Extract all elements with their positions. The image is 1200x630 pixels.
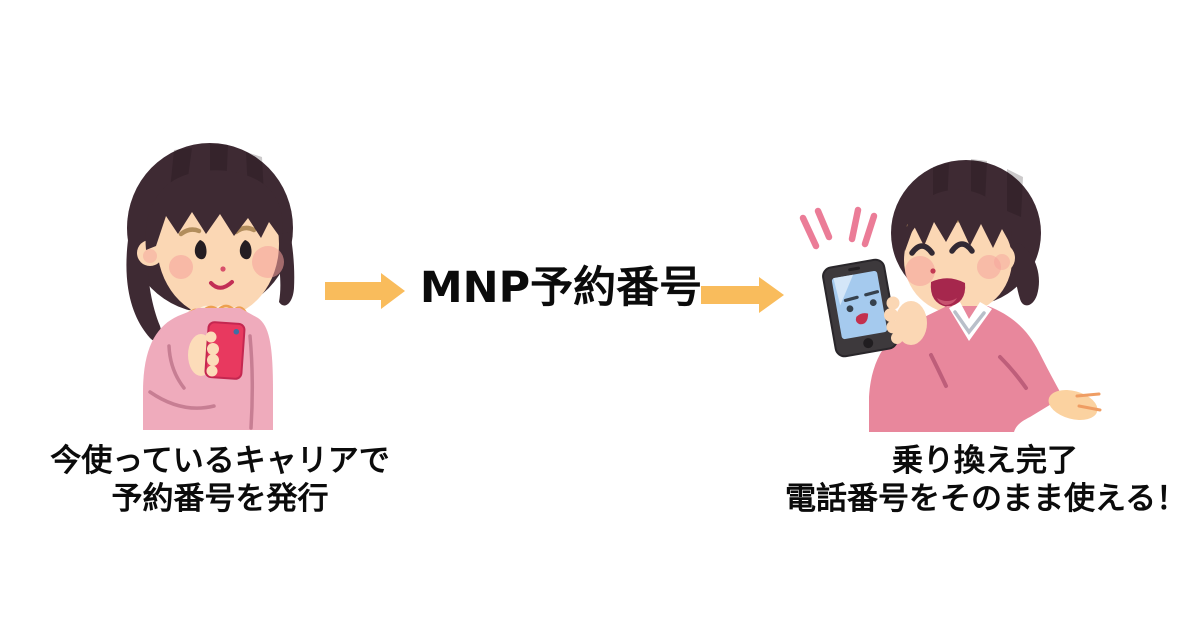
- fingers: [205, 331, 219, 377]
- left-happy-closed-eye: [909, 243, 935, 256]
- right-step-caption: 乗り換え完了 電話番号をそのまま使える！: [785, 442, 1188, 518]
- right-happy-closed-eye: [949, 241, 975, 254]
- left-cheek-blush: [169, 255, 193, 279]
- white-collar: [949, 302, 992, 341]
- tongue: [937, 298, 957, 305]
- right-eye: [239, 240, 252, 260]
- hand: [895, 301, 927, 345]
- right-step-caption-line1: 乗り換え完了: [892, 443, 1078, 479]
- nose: [220, 266, 226, 272]
- sleeve-crease: [929, 353, 948, 388]
- phone-speaker: [848, 266, 861, 272]
- bangs: [904, 189, 1012, 251]
- phone-home-button: [863, 338, 874, 349]
- face-features: [143, 225, 284, 290]
- woman-with-phone-illustration: [112, 140, 297, 430]
- arrow-right-icon: [325, 273, 405, 309]
- left-step-caption-line1: 今使っているキャリアで: [50, 443, 390, 479]
- fingers: [884, 296, 903, 344]
- happy-woman-with-phone-illustration: [783, 155, 1108, 432]
- left-eye: [194, 240, 207, 260]
- smartphone-with-face: [822, 258, 898, 358]
- emphasis-lines-icon: [799, 206, 878, 250]
- bangs: [145, 170, 283, 250]
- right-cheek-blush: [977, 255, 1001, 279]
- right-step-caption-line2: 電話番号をそのまま使える！: [785, 481, 1188, 517]
- arrow-right-icon: [701, 277, 784, 313]
- right-cheek-blush: [252, 246, 284, 278]
- nose: [930, 268, 936, 274]
- open-hand: [1048, 390, 1102, 420]
- ear: [137, 240, 163, 266]
- mouth: [209, 280, 234, 290]
- screen-smiley-face: [843, 290, 880, 325]
- left-cheek-blush: [905, 256, 935, 286]
- phone-camera-dot: [233, 328, 240, 335]
- woman-with-phone-svg: [126, 143, 295, 430]
- left-step-caption: 今使っているキャリアで 予約番号を発行: [20, 442, 420, 518]
- left-step-caption-line2: 予約番号を発行: [111, 481, 329, 517]
- mnp-reservation-number-label: MNP予約番号: [419, 263, 703, 313]
- sweater-creases: [148, 334, 255, 430]
- left-eyebrow: [178, 227, 202, 237]
- happy-woman-svg: [799, 159, 1102, 432]
- ear-blush: [143, 249, 157, 263]
- cardigan-creases: [998, 355, 1028, 390]
- screen-shine: [833, 274, 854, 306]
